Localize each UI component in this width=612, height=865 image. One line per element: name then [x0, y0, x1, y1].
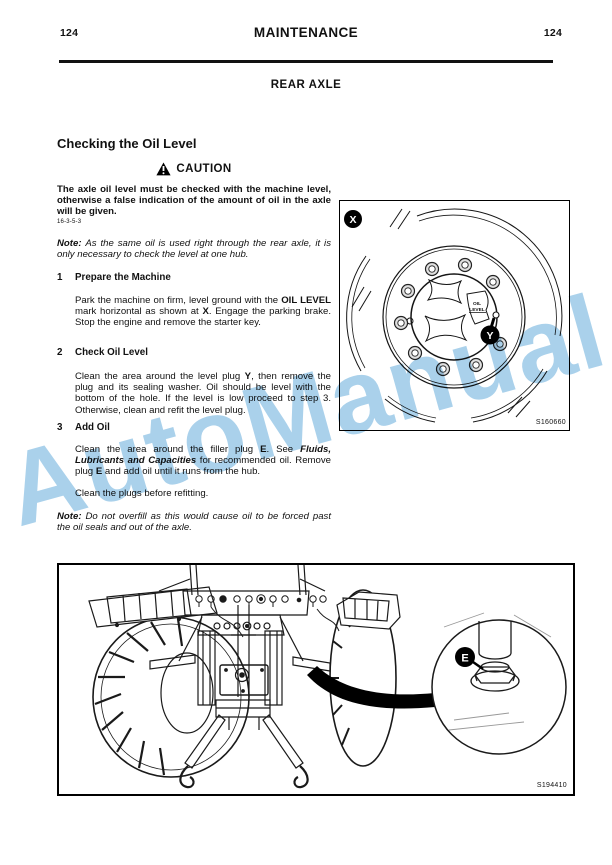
figure-code-hub: S160660: [536, 419, 566, 426]
oil-level-label-line2: LEVEL: [469, 307, 485, 313]
warning-triangle-icon: [156, 162, 172, 176]
figure-code-tractor: S194410: [537, 782, 567, 789]
article-heading: Checking the Oil Level: [57, 136, 197, 151]
closing-line: Clean the plugs before refitting.: [75, 488, 209, 499]
step-1-title: Prepare the Machine: [75, 272, 171, 283]
wheel-hub-drawing: OIL LEVEL Y X S160660: [344, 208, 566, 426]
step-2-heading: 2 Check Oil Level: [57, 347, 331, 358]
caution-text: The axle oil level must be checked with …: [57, 184, 331, 218]
note-oil-hub: Note: As the same oil is used right thro…: [57, 238, 331, 261]
step-1-heading: 1 Prepare the Machine: [57, 272, 331, 283]
callout-swoosh: [307, 666, 435, 709]
caution-label: CAUTION: [176, 163, 232, 175]
step-3-heading: 3 Add Oil: [57, 422, 331, 433]
level-plug: [492, 311, 500, 319]
step-2-number: 2: [57, 347, 63, 358]
label-y: Y: [486, 330, 493, 342]
page-header-title: MAINTENANCE: [253, 25, 359, 40]
section-title: REAR AXLE: [270, 79, 342, 91]
step-2-title: Check Oil Level: [75, 347, 148, 358]
label-y-badge: [480, 325, 500, 345]
label-e: E: [461, 653, 468, 665]
step-3-number: 3: [57, 422, 63, 433]
oil-level-label-line1: OIL: [473, 301, 481, 307]
figure-wheel-hub: OIL LEVEL Y X S160660: [339, 200, 570, 431]
label-e-badge: [455, 647, 475, 667]
note-overfill: Note: Do not overfill as this would caus…: [57, 511, 331, 534]
step-2-body: Clean the area around the level plug Y, …: [75, 371, 331, 416]
step-3-title: Add Oil: [75, 422, 110, 433]
inset-circle: [431, 619, 567, 755]
page-number-right: 124: [543, 27, 562, 39]
step-1-body: Park the machine on firm, level ground w…: [75, 295, 331, 329]
tractor-rear-drawing: E S194410: [88, 564, 567, 789]
label-x: X: [349, 214, 356, 226]
caution-code: 16-3-5-3: [57, 219, 82, 225]
figure-tractor-rear: E S194410: [57, 563, 575, 796]
step-1-number: 1: [57, 272, 63, 283]
step-3-body: Clean the area around the filler plug E.…: [75, 444, 332, 478]
header-rule: [59, 60, 553, 63]
caution-header: CAUTION: [57, 162, 331, 176]
label-x-badge: [344, 210, 362, 228]
page-number-left: 124: [60, 27, 79, 39]
